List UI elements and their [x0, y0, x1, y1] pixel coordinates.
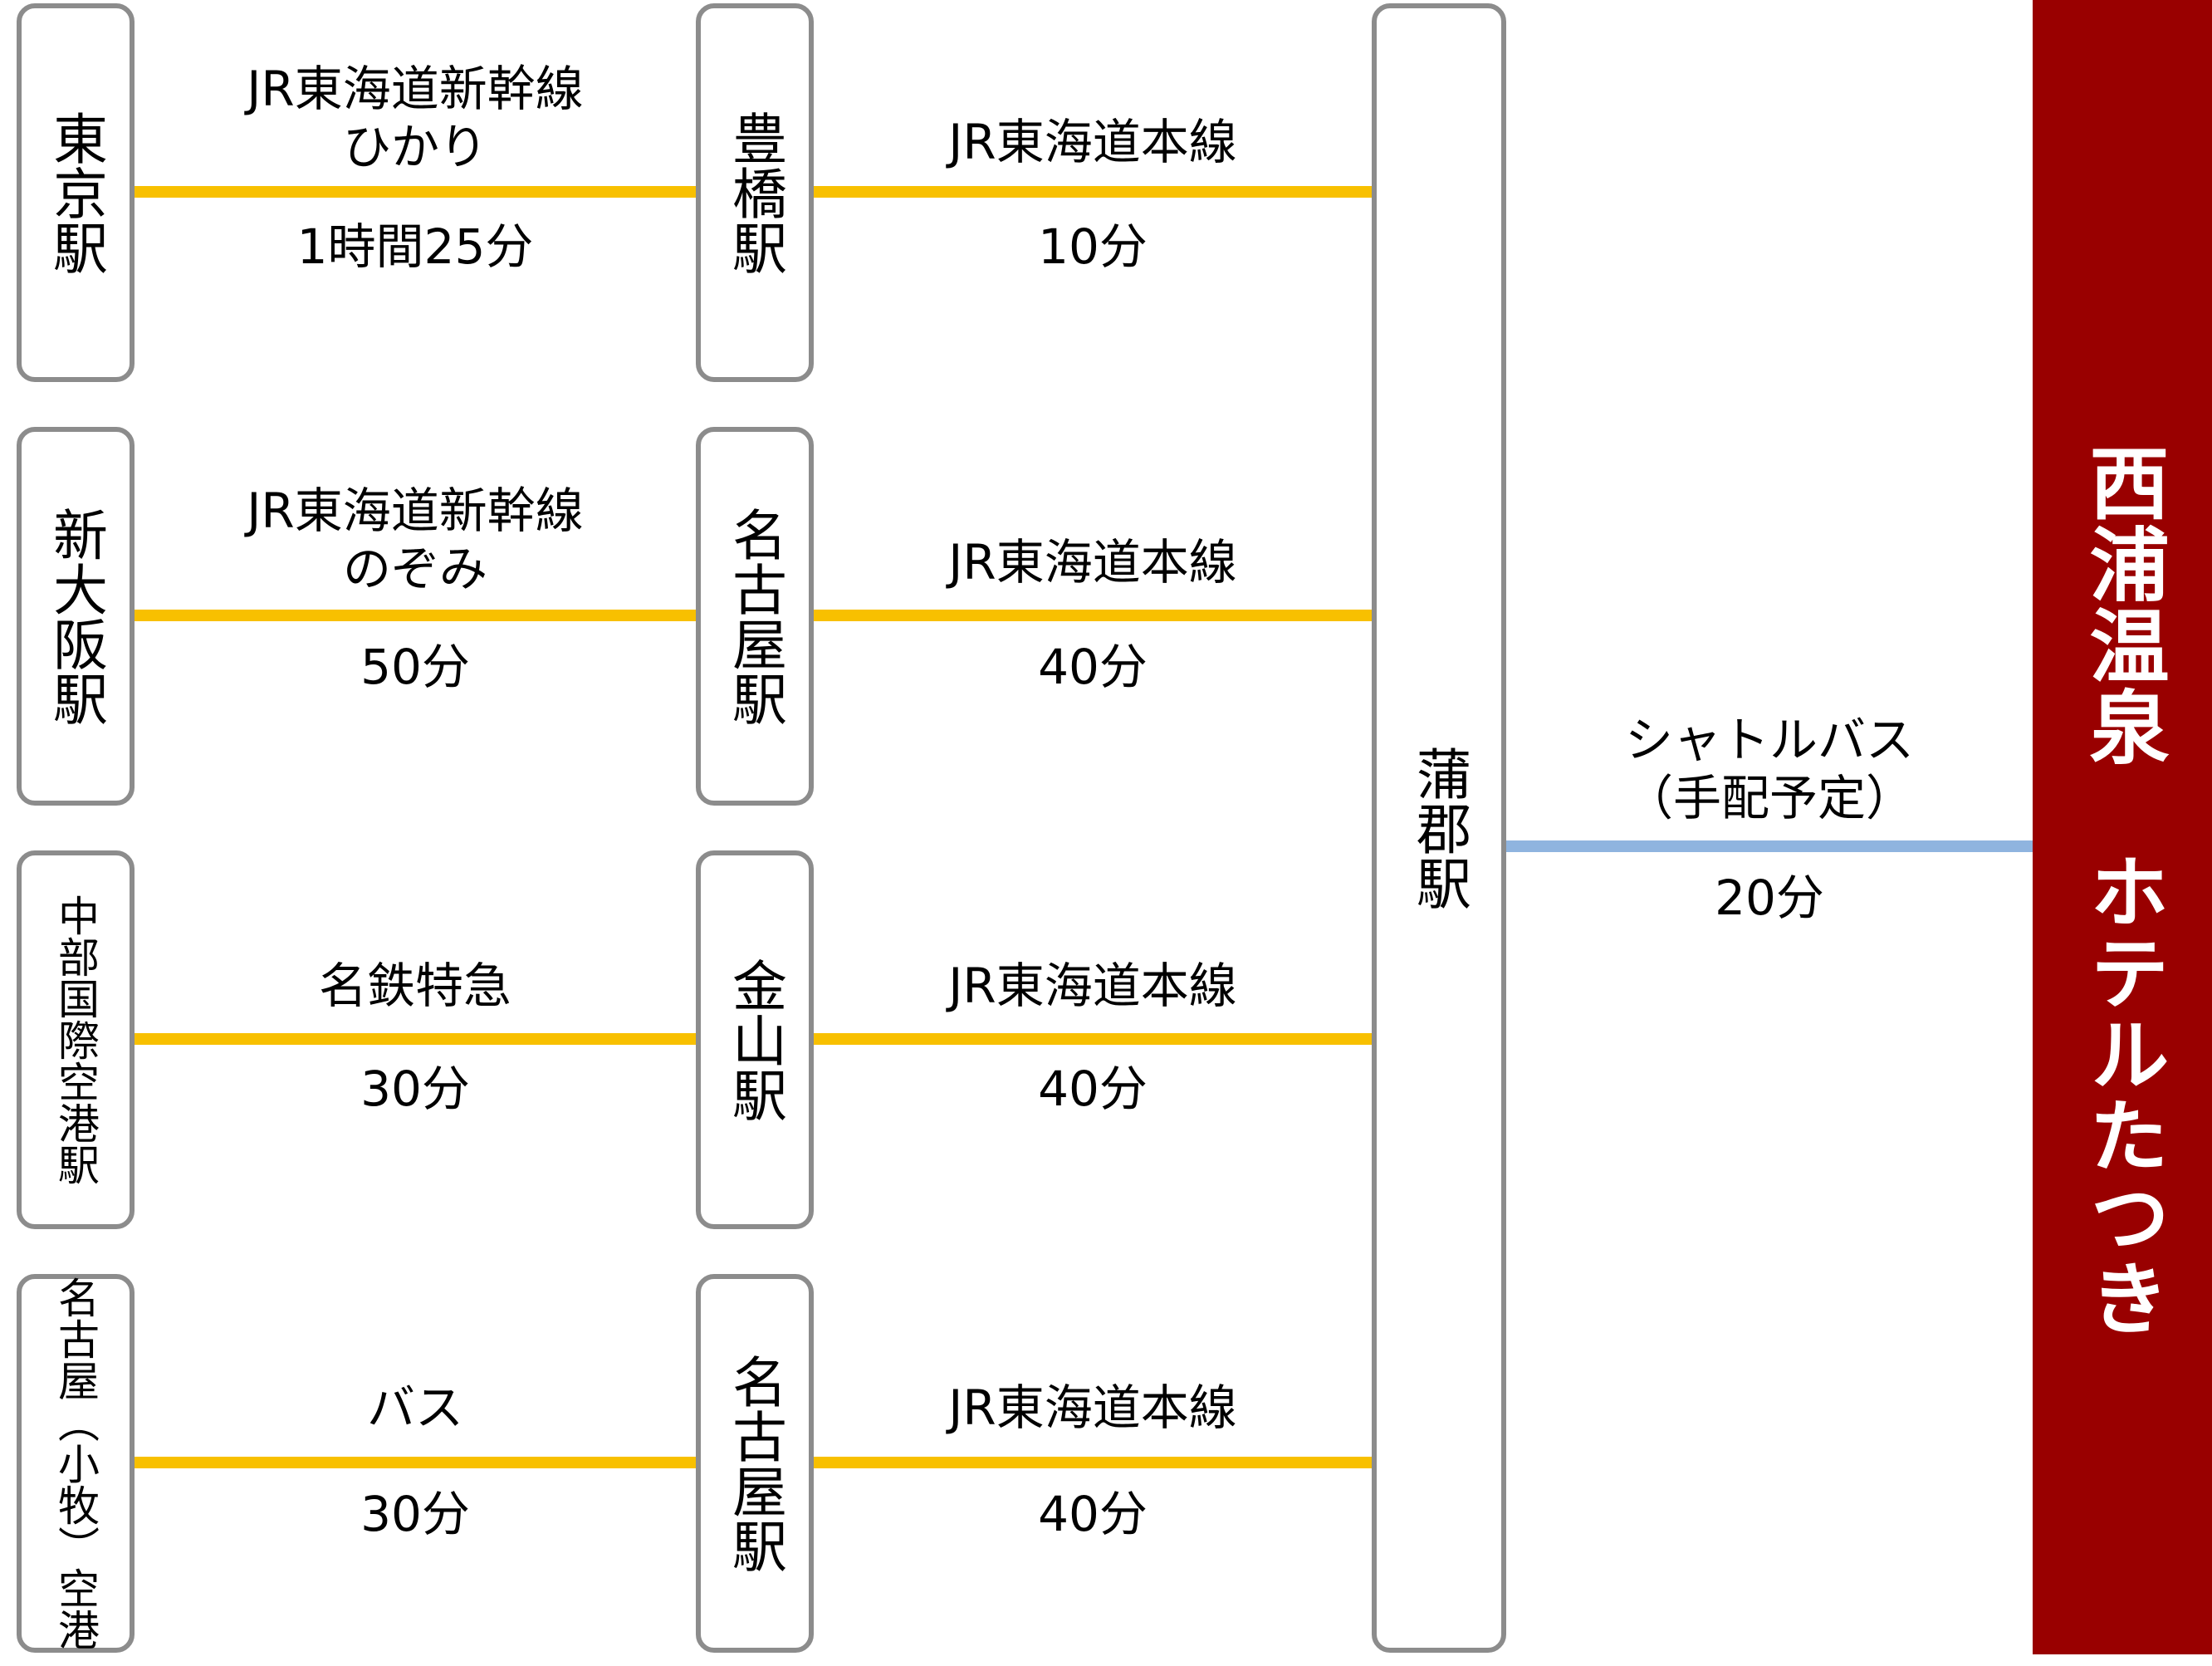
origin-station-label: 新大阪駅 — [44, 507, 108, 726]
transfer-station-label: 名古屋駅 — [723, 507, 787, 726]
route-label-second-2: JR東海道本線 — [948, 534, 1237, 590]
origin-station-shin-osaka: 新大阪駅 — [17, 427, 135, 806]
transfer-station-label: 金山駅 — [723, 958, 787, 1122]
route-time-first-1: 1時間25分 — [296, 218, 534, 275]
shuttle-bus-name: シャトルバス — [1624, 712, 1914, 768]
train-type-name: ひかり — [342, 119, 487, 175]
route-line-second-4 — [814, 1457, 1372, 1468]
transfer-station-label: 名古屋駅 — [723, 1354, 787, 1573]
destination-hotel-name: ホテルたつき — [2076, 850, 2169, 1339]
route-line-second-1 — [814, 186, 1372, 198]
transfer-station-kanayama: 金山駅 — [696, 850, 814, 1229]
shuttle-bus-note: （手配予定） — [1624, 770, 1914, 826]
route-time-second-4: 40分 — [1038, 1486, 1148, 1542]
route-line-first-2 — [135, 610, 696, 621]
hub-station-gamagori: 蒲郡駅 — [1372, 3, 1506, 1653]
origin-station-label: 中部国際空港駅 — [51, 894, 100, 1185]
origin-station-label: 名古屋（小牧）空港 — [51, 1276, 100, 1650]
route-line-first-4 — [135, 1457, 696, 1468]
transfer-station-toyohashi: 豊橋駅 — [696, 3, 814, 382]
hub-station-label: 蒲郡駅 — [1407, 746, 1471, 910]
origin-station-tokyo: 東京駅 — [17, 3, 135, 382]
train-line-name: JR東海道新幹線 — [247, 61, 584, 117]
route-label-second-1: JR東海道本線 — [948, 114, 1237, 170]
origin-station-chubu-airport: 中部国際空港駅 — [17, 850, 135, 1229]
transfer-station-label: 豊橋駅 — [723, 110, 787, 275]
route-label-first-1: JR東海道新幹線 ひかり — [135, 60, 696, 176]
transfer-station-nagoya: 名古屋駅 — [696, 427, 814, 806]
route-label-first-3: 名鉄特急 — [135, 957, 696, 1015]
destination-area-name: 西浦温泉 — [2076, 442, 2169, 767]
destination-hotel: 西浦温泉 ホテルたつき — [2033, 0, 2212, 1654]
origin-station-label: 東京駅 — [44, 110, 108, 275]
train-type-name: のぞみ — [342, 541, 487, 597]
route-time-second-1: 10分 — [1038, 218, 1148, 275]
shuttle-bus-time: 20分 — [1715, 870, 1824, 926]
transfer-station-nagoya-2: 名古屋駅 — [696, 1274, 814, 1653]
route-line-second-3 — [814, 1033, 1372, 1045]
route-line-first-1 — [135, 186, 696, 198]
route-time-first-2: 50分 — [360, 639, 470, 695]
route-time-first-3: 30分 — [360, 1061, 470, 1117]
route-time-first-4: 30分 — [360, 1486, 470, 1542]
route-line-second-2 — [814, 610, 1372, 621]
route-label-second-4: JR東海道本線 — [948, 1379, 1237, 1436]
shuttle-bus-label: シャトルバス （手配予定） — [1506, 711, 2033, 827]
route-time-second-2: 40分 — [1038, 639, 1148, 695]
origin-station-nagoya-komaki-airport: 名古屋（小牧）空港 — [17, 1274, 135, 1653]
route-time-second-3: 40分 — [1038, 1061, 1148, 1117]
shuttle-bus-line — [1506, 840, 2033, 852]
bus-line-name: バス — [366, 1379, 463, 1436]
train-line-name: JR東海道新幹線 — [247, 483, 584, 539]
route-line-first-3 — [135, 1033, 696, 1045]
route-label-first-2: JR東海道新幹線 のぞみ — [135, 482, 696, 598]
route-label-first-4: バス — [135, 1379, 696, 1437]
route-label-second-3: JR東海道本線 — [948, 958, 1237, 1014]
train-line-name: 名鉄特急 — [318, 958, 511, 1014]
